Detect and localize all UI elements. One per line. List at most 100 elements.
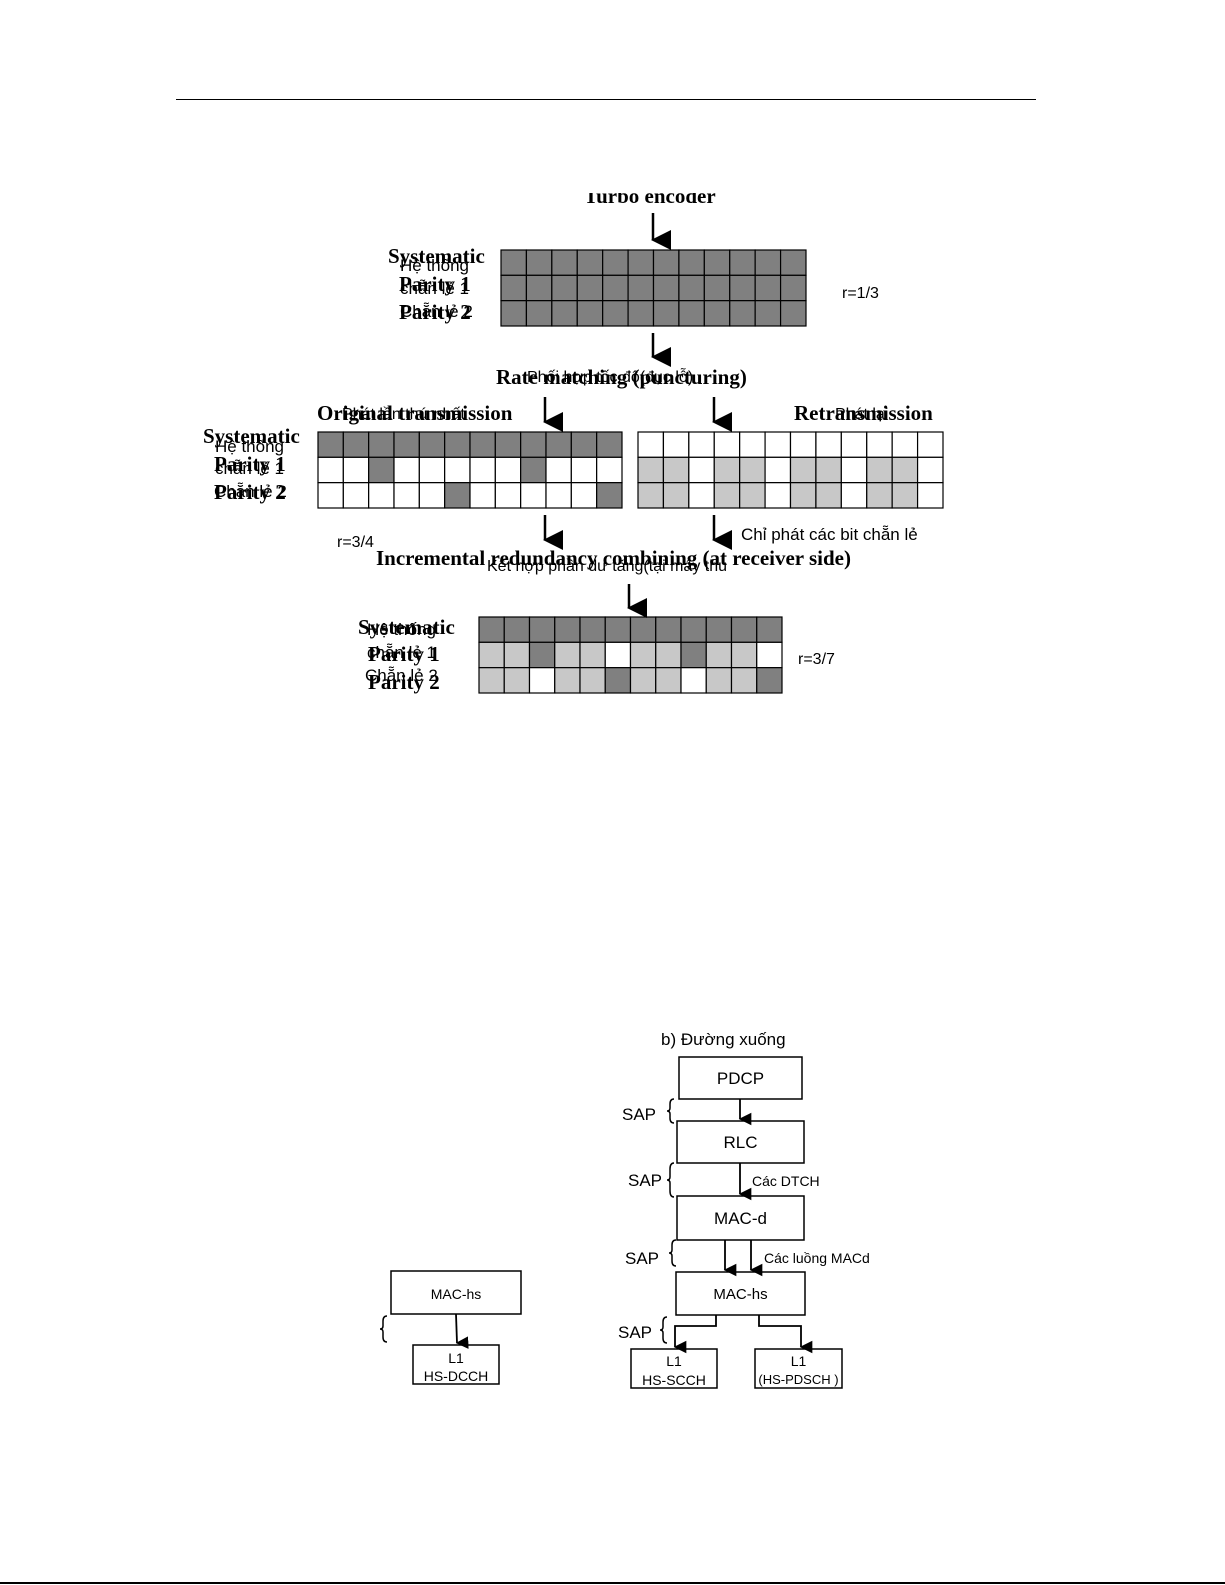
bit-cell bbox=[756, 667, 783, 694]
bit-cell bbox=[576, 300, 604, 327]
bit-cell bbox=[545, 456, 572, 484]
bit-cell bbox=[629, 641, 657, 669]
block2-label-en-0: Systematic bbox=[203, 424, 300, 448]
bit-cell bbox=[528, 667, 556, 694]
bit-cell bbox=[525, 274, 553, 302]
pdcp-label: PDCP bbox=[716, 1069, 765, 1088]
original-en: Original transmission bbox=[317, 401, 513, 425]
bit-cell bbox=[596, 482, 623, 509]
bit-cell bbox=[478, 616, 505, 643]
arrow-machs-l1b bbox=[758, 1315, 813, 1354]
bit-cell bbox=[317, 456, 344, 484]
bit-cell bbox=[637, 456, 665, 484]
bit-cell bbox=[779, 249, 807, 276]
turbo-encoder-title: Turbo encoder bbox=[584, 184, 716, 208]
bit-cell bbox=[520, 482, 547, 509]
bit-cell bbox=[764, 482, 792, 509]
bit-cell bbox=[703, 249, 731, 276]
bit-cell bbox=[713, 482, 741, 509]
bit-cell bbox=[469, 456, 496, 484]
bit-grids bbox=[317, 249, 944, 694]
bit-cell bbox=[662, 431, 690, 458]
bit-cell bbox=[652, 300, 680, 327]
bit-cell bbox=[729, 274, 756, 302]
bit-cell bbox=[629, 667, 657, 694]
bit-cell bbox=[604, 667, 632, 694]
bit-cell bbox=[579, 641, 606, 669]
bit-cell bbox=[756, 641, 783, 669]
combining-en: Incremental redundancy combining (at rec… bbox=[376, 546, 851, 570]
top-rule bbox=[176, 99, 1036, 100]
bit-cell bbox=[627, 300, 655, 327]
bit-cell bbox=[655, 667, 682, 694]
rate-matching-en: Rate matching (puncturing) bbox=[496, 365, 747, 389]
bit-cell bbox=[500, 300, 528, 327]
bit-cell bbox=[840, 456, 868, 484]
original-vi: Phát lần thứ nhất bbox=[342, 406, 465, 423]
bit-cell bbox=[866, 482, 893, 509]
downlink-title: b) Đường xuống bbox=[661, 1030, 786, 1049]
bit-cell bbox=[703, 274, 731, 302]
bit-cell bbox=[551, 300, 578, 327]
bit-cell bbox=[764, 456, 792, 484]
l1-a-sub: HS-SCCH bbox=[642, 1372, 706, 1388]
bit-cell bbox=[525, 249, 553, 276]
block2-label-vi-1: chẵn lẻ 1 bbox=[215, 459, 284, 478]
block3-label-en-2: Parity 2 bbox=[368, 670, 440, 694]
bit-cell bbox=[779, 300, 807, 327]
bit-cell bbox=[494, 456, 522, 484]
harq-figure bbox=[317, 213, 944, 694]
machs-label: MAC-hs bbox=[713, 1286, 768, 1303]
bit-cell bbox=[730, 616, 758, 643]
bit-cell bbox=[528, 616, 556, 643]
block1-rate: r=1/3 bbox=[842, 285, 879, 302]
l1-b-sub: (HS-PDSCH ) bbox=[758, 1372, 839, 1387]
bit-cell bbox=[520, 456, 547, 484]
bit-cell bbox=[637, 482, 665, 509]
bit-cell bbox=[754, 300, 782, 327]
bit-cell bbox=[393, 431, 420, 458]
bit-cell bbox=[604, 616, 632, 643]
bit-cell bbox=[703, 300, 731, 327]
bit-cell bbox=[393, 482, 420, 509]
bit-cell bbox=[678, 274, 705, 302]
arrow-left-machs-l1 bbox=[455, 1313, 469, 1349]
bit-cell bbox=[678, 249, 705, 276]
l1-b-label: L1 bbox=[790, 1353, 807, 1369]
bit-cell bbox=[576, 274, 604, 302]
bit-cell bbox=[739, 431, 766, 458]
retrans-vi: Phát lại bbox=[835, 406, 889, 423]
bit-cell bbox=[891, 482, 919, 509]
block2-label-en-2: Parity 2 bbox=[214, 480, 286, 504]
brace-sap-2 bbox=[666, 1162, 675, 1198]
bit-cell bbox=[789, 456, 817, 484]
bit-cell bbox=[525, 300, 553, 327]
brace-sap-3 bbox=[668, 1239, 677, 1267]
bit-cell bbox=[494, 431, 522, 458]
bit-cell bbox=[444, 431, 471, 458]
block3-rate: r=3/7 bbox=[798, 651, 835, 668]
bit-cell bbox=[678, 300, 705, 327]
bit-cell bbox=[579, 616, 606, 643]
bit-cell bbox=[789, 482, 817, 509]
bit-cell bbox=[500, 274, 528, 302]
block2-label-vi-0: Hệ thống bbox=[215, 437, 284, 456]
sap-label-4: SAP bbox=[618, 1323, 653, 1342]
bit-cell bbox=[652, 249, 680, 276]
bit-cell bbox=[503, 641, 531, 669]
bit-cell bbox=[916, 431, 944, 458]
bit-cell bbox=[662, 456, 690, 484]
bit-cell bbox=[655, 616, 682, 643]
bit-cell bbox=[528, 641, 556, 669]
macd-flows-label: Các luồng MACd bbox=[764, 1250, 870, 1266]
bit-cell bbox=[627, 249, 655, 276]
bit-cell bbox=[418, 482, 446, 509]
bit-cell bbox=[604, 641, 632, 669]
bit-cell bbox=[662, 482, 690, 509]
block3-label-vi-1: chẵn lẻ 1 bbox=[367, 643, 436, 662]
bit-cell bbox=[551, 249, 578, 276]
bit-cell bbox=[688, 482, 715, 509]
sap-label-3: SAP bbox=[625, 1249, 660, 1268]
left-l1-label: L1 bbox=[448, 1350, 464, 1366]
bit-cell bbox=[688, 456, 715, 484]
